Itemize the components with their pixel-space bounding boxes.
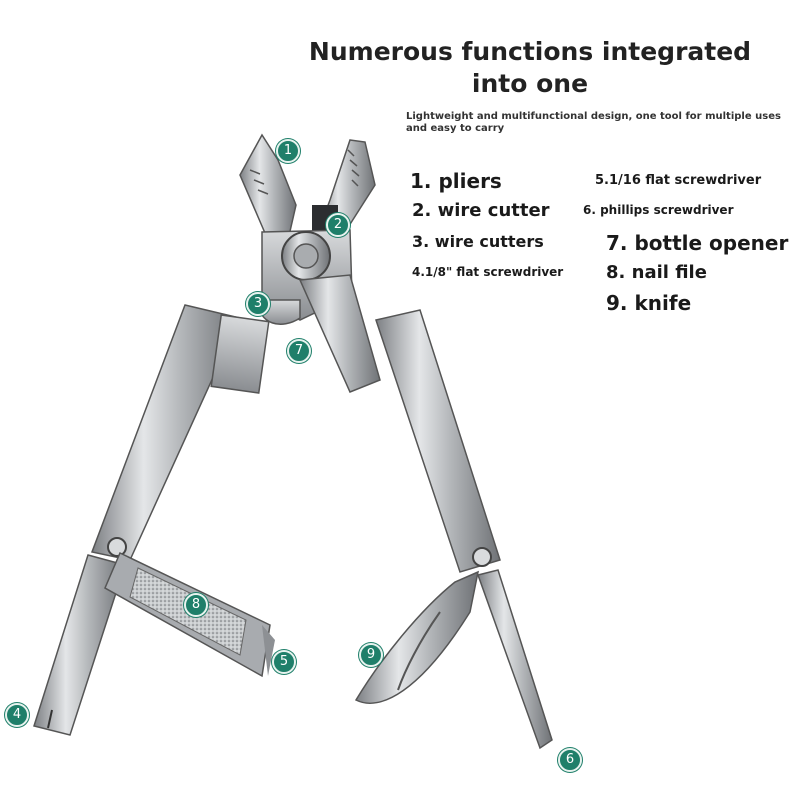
handle-right [375, 309, 501, 573]
badge-1: 1 [276, 139, 300, 163]
function-nail-file: 8. nail file [606, 262, 707, 283]
function-wire-cutters: 3. wire cutters [412, 232, 544, 251]
function-pliers: 1. pliers [410, 169, 502, 193]
badge-8: 8 [184, 593, 208, 617]
page-subtitle: Lightweight and multifunctional design, … [406, 111, 781, 134]
badge-7: 7 [287, 339, 311, 363]
function-flat-screwdriver-1-16: 5.1/16 flat screwdriver [595, 173, 762, 188]
badge-5: 5 [272, 650, 296, 674]
function-bottle-opener: 7. bottle opener [606, 231, 789, 255]
page-title: Numerous functions integrated into one [308, 37, 752, 98]
badge-3: 3 [246, 292, 270, 316]
knife-blade [354, 570, 480, 704]
flat-screwdriver-large [33, 554, 126, 736]
function-phillips-screwdriver: 6. phillips screwdriver [583, 203, 734, 217]
function-flat-screwdriver-1-8: 4.1/8" flat screwdriver [412, 265, 564, 279]
badge-2: 2 [326, 213, 350, 237]
phillips-screwdriver [477, 569, 553, 750]
function-knife: 9. knife [606, 291, 692, 315]
badge-6: 6 [558, 748, 582, 772]
badge-9: 9 [359, 643, 383, 667]
badge-4: 4 [5, 703, 29, 727]
function-wire-cutter: 2. wire cutter [412, 200, 550, 221]
